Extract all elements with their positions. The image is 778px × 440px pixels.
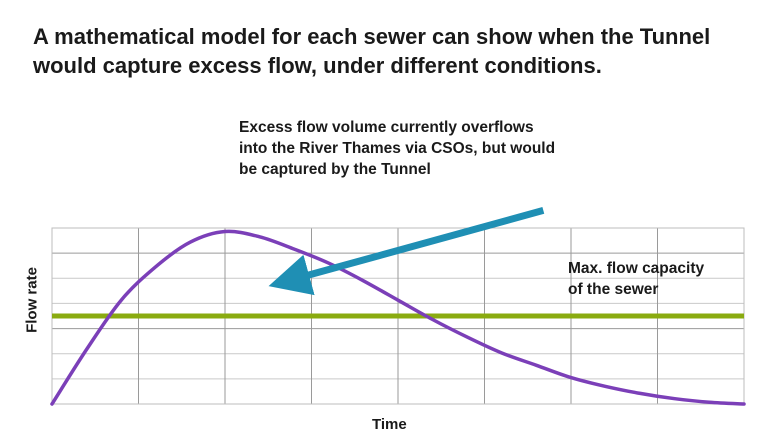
annotation-arrow: [268, 207, 545, 296]
y-axis-label: Flow rate: [23, 267, 41, 333]
excess-flow-annotation: Excess flow volume currently overflows i…: [239, 119, 556, 178]
capacity-annotation: Max. flow capacity of the sewer: [568, 260, 705, 298]
flow-curve: [50, 229, 746, 406]
x-axis-label: Time: [372, 416, 407, 433]
headline: A mathematical model for each sewer can …: [33, 24, 711, 78]
